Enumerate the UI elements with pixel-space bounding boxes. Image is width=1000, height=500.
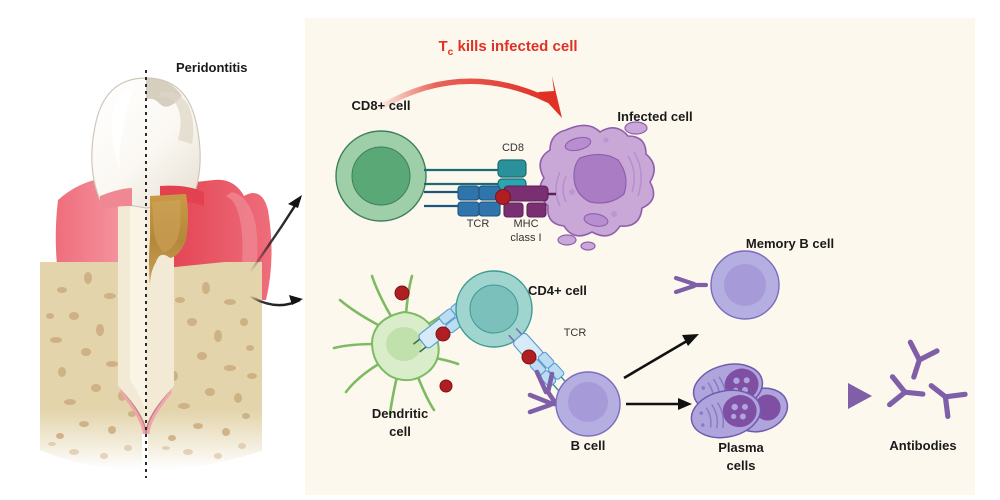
dendritic-cell-label-line2: cell [389,424,411,439]
infected-cell [539,121,655,251]
tooth-illustration [40,70,272,478]
dendritic-cell [332,274,460,416]
infected-cell-organelles [555,151,642,207]
enamel-highlight [111,88,134,170]
plasma-cells-label: Plasma [718,440,764,455]
bone-trabeculae-left [46,272,141,439]
memory-b-nucleus [724,264,766,306]
antibody-2 [887,374,926,408]
cd4-cell [455,270,533,348]
page-title: Peridontitis [176,60,248,75]
cd8-receptor-label: CD8 [501,142,525,154]
antigen-dot-dendritic [435,326,451,342]
mhc-label: MHC [513,218,539,230]
gumline-left [100,188,132,210]
free-antigen-1 [394,285,410,301]
cd8-cell-label: CD8+ cell [351,98,411,113]
plasma-cells [690,363,789,439]
plasma-cells-label-line2: cells [726,458,756,473]
memory-b-cell [673,250,780,320]
tcr-receptor-label: TCR [466,218,490,230]
b-cell-label: B cell [570,438,606,453]
antigen-dot-bcell [521,349,537,365]
mhc-complex-bcell [508,327,569,393]
mhc-class-i [495,185,549,218]
b-cell [527,369,621,437]
kill-arrow [373,76,562,118]
cd4-cell-label: CD4+ cell [528,283,587,298]
cd4-nucleus [469,284,519,334]
bone-periodontitis [148,262,262,470]
antibody-1 [907,339,940,380]
antibodies [887,339,968,420]
arrow-b-to-memory [623,334,699,380]
tcr-receptor [424,185,501,217]
infected-cell-label: Infected cell [617,109,693,124]
arrow-b-to-plasma [626,398,692,410]
arrow-plasma-to-antibodies [800,383,872,409]
mhc-label-line2: class I [510,232,542,244]
free-antigen-2 [439,379,453,393]
antibody-3 [928,383,968,420]
panel-background [305,18,975,495]
antigen-peptide [495,189,511,205]
arrow-to-humoral-panel [249,294,303,307]
b-cell-nucleus [568,382,608,422]
cd8-cell [335,130,427,222]
tcr-label-bottom: TCR [563,327,587,339]
memory-b-cell-label: Memory B cell [745,236,835,251]
tooth-root-highlight [130,200,146,416]
cd8-nucleus [351,146,411,206]
kill-banner-label: Tc kills infected cell [438,38,578,58]
arrow-to-cytotoxic-panel [249,195,302,273]
bcr-antibody-memory [673,275,709,295]
infected-cell-nucleus [573,153,627,204]
antibodies-label: Antibodies [889,438,957,453]
dendritic-nucleus [386,327,422,361]
dendritic-cell-label: Dendritic [371,406,429,421]
